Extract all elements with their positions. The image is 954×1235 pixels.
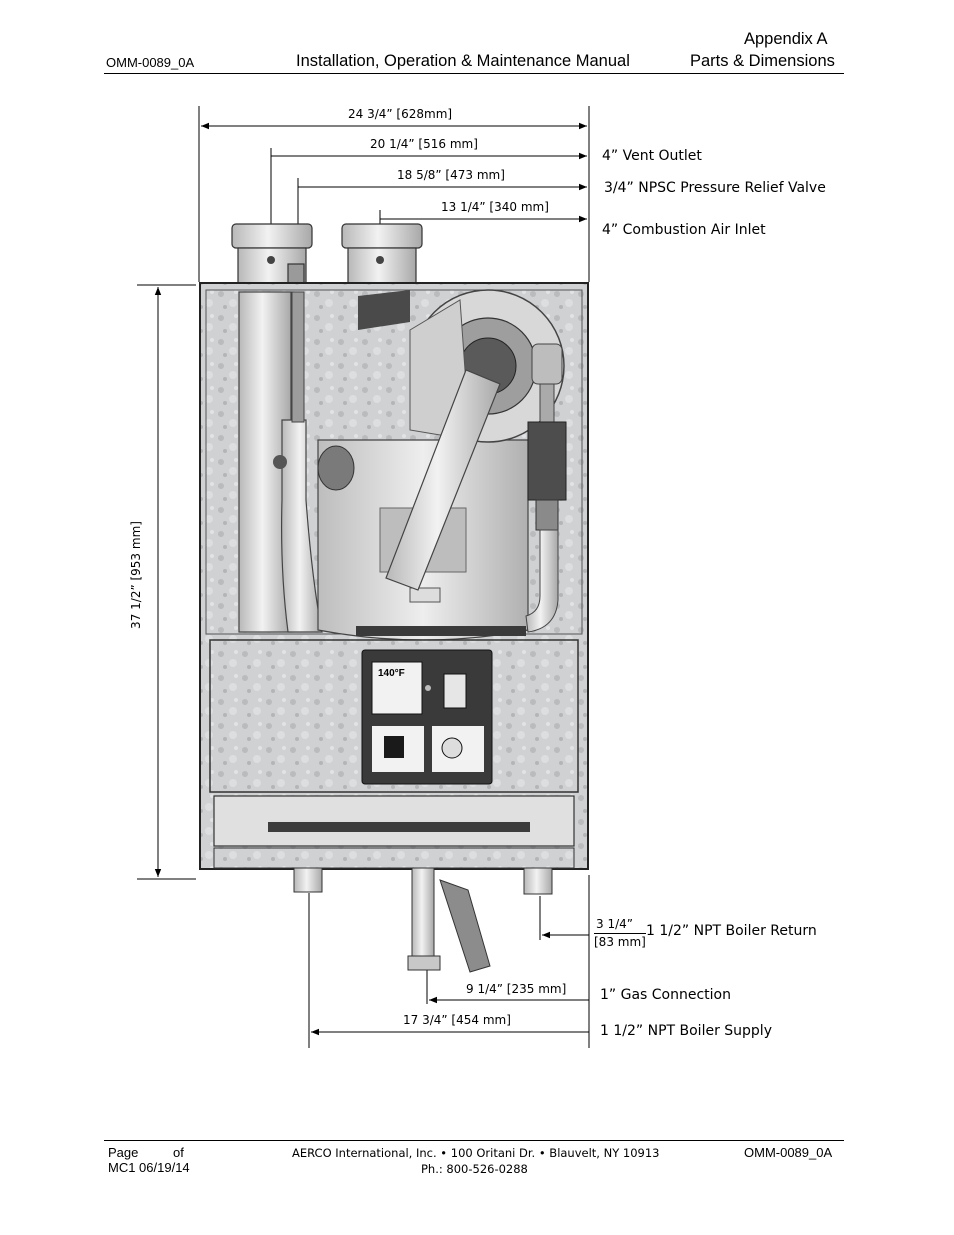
dim-boiler-supply: 17 3/4” [454 mm] xyxy=(403,1013,511,1027)
header-doc-number: OMM-0089_0A xyxy=(106,55,195,70)
footer-address: AERCO International, Inc. • 100 Oritani … xyxy=(292,1146,660,1160)
dim-height: 37 1/2” [953 mm] xyxy=(128,521,143,629)
footer-phone: Ph.: 800-526-0288 xyxy=(421,1162,528,1176)
dim-boiler-return-rule xyxy=(594,933,646,934)
callout-boiler-return: 1 1/2” NPT Boiler Return xyxy=(646,923,817,939)
footer-page-label: Page xyxy=(108,1145,139,1160)
header-title: Installation, Operation & Maintenance Ma… xyxy=(296,52,630,70)
callout-boiler-supply: 1 1/2” NPT Boiler Supply xyxy=(600,1023,772,1039)
footer-rule xyxy=(104,1140,844,1141)
header-section: Parts & Dimensions xyxy=(690,52,835,70)
footer-doc-number: OMM-0089_0A xyxy=(744,1145,833,1160)
callout-air-inlet: 4” Combustion Air Inlet xyxy=(602,222,766,238)
callout-relief-valve: 3/4” NPSC Pressure Relief Valve xyxy=(604,180,826,196)
dim-air-inlet: 13 1/4” [340 mm] xyxy=(441,200,549,214)
dim-vent-outlet: 20 1/4” [516 mm] xyxy=(370,137,478,151)
header-rule xyxy=(104,73,844,74)
callout-gas: 1” Gas Connection xyxy=(600,987,731,1003)
dim-boiler-return-mm: [83 mm] xyxy=(594,935,646,949)
header-appendix: Appendix A xyxy=(744,30,828,48)
dim-relief-valve: 18 5/8” [473 mm] xyxy=(397,168,505,182)
display-temperature: 140°F xyxy=(378,668,405,679)
dim-gas: 9 1/4” [235 mm] xyxy=(466,982,567,996)
callout-vent-outlet: 4” Vent Outlet xyxy=(602,148,702,164)
footer-revision: MC1 06/19/14 xyxy=(108,1160,190,1175)
dim-boiler-return-in: 3 1/4” xyxy=(596,917,633,931)
footer-of-label: of xyxy=(173,1145,184,1160)
dim-overall-width: 24 3/4” [628mm] xyxy=(348,107,453,121)
